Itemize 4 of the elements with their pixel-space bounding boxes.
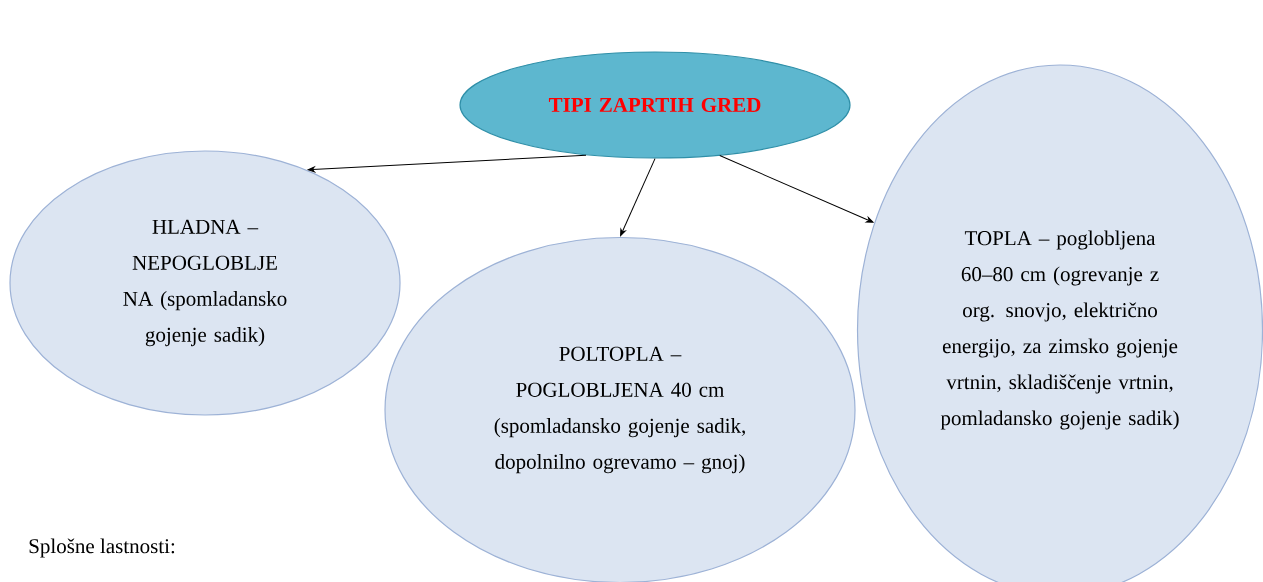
arrow <box>307 154 587 173</box>
note-text: Splošne lastnosti: <box>29 538 175 558</box>
arrow <box>719 155 874 223</box>
arrow <box>620 158 656 237</box>
